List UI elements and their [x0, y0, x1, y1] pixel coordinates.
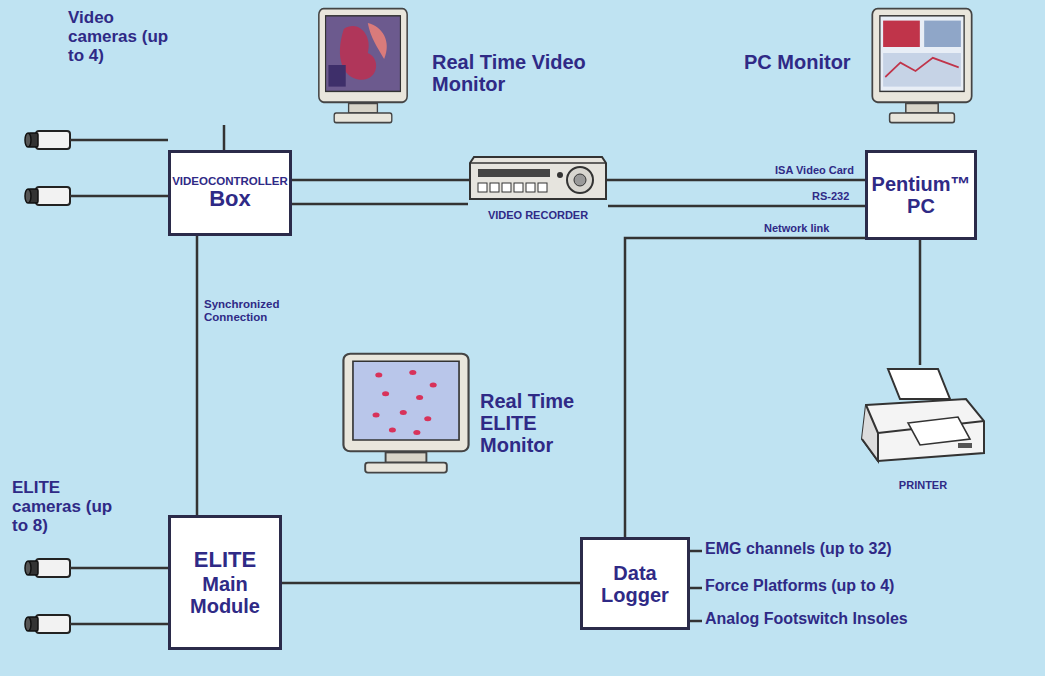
node-caption: PC Monitor	[744, 51, 862, 73]
node-text: Pentium™ PC	[872, 173, 971, 217]
connector	[223, 125, 226, 150]
connector	[608, 205, 865, 208]
node-text: VIDEOCONTROLLER	[172, 175, 288, 188]
main-module-box: ELITEMain Module	[168, 515, 282, 650]
video-recorder: VIDEO RECORDER	[468, 153, 608, 203]
input-label: Force Platforms (up to 4)	[705, 577, 965, 595]
node-text: Box	[209, 187, 251, 211]
video-monitor: Real Time Video Monitor	[315, 5, 411, 125]
data-logger-box: Data Logger	[580, 537, 690, 630]
node-caption: VIDEO RECORDER	[468, 209, 608, 221]
input-lead	[690, 551, 702, 621]
connector-label: Synchronized Connection	[204, 298, 324, 324]
connector-label: ISA Video Card	[775, 164, 865, 176]
elite-monitor: Real Time ELITE Monitor	[338, 350, 474, 475]
connector	[292, 203, 468, 206]
controller-box: VIDEOCONTROLLERBox	[168, 150, 292, 236]
node-text: Data Logger	[587, 562, 683, 606]
connector	[196, 236, 199, 515]
node-text: ELITE	[194, 548, 256, 572]
printer: PRINTER	[858, 365, 988, 470]
node-caption: Real Time Video Monitor	[432, 51, 602, 95]
connector	[919, 240, 922, 365]
camera-label: ELITE cameras (up to 8)	[12, 478, 124, 535]
video-camera	[25, 131, 168, 149]
pc-monitor: PC Monitor	[868, 5, 976, 125]
node-caption: Real Time ELITE Monitor	[480, 390, 584, 456]
video-camera	[25, 187, 168, 205]
input-label: Analog Footswitch Insoles	[705, 610, 965, 628]
connector	[625, 238, 865, 537]
connector-label: RS-232	[812, 190, 862, 202]
camera-label: Video cameras (up to 4)	[68, 8, 180, 65]
connector	[282, 582, 580, 585]
connector-label: Network link	[764, 222, 864, 234]
pc-box: Pentium™ PC	[865, 150, 977, 240]
elite-camera	[25, 615, 168, 633]
node-caption: PRINTER	[858, 479, 988, 491]
input-label: EMG channels (up to 32)	[705, 540, 965, 558]
elite-camera	[25, 559, 168, 577]
node-text: Main Module	[175, 573, 275, 617]
